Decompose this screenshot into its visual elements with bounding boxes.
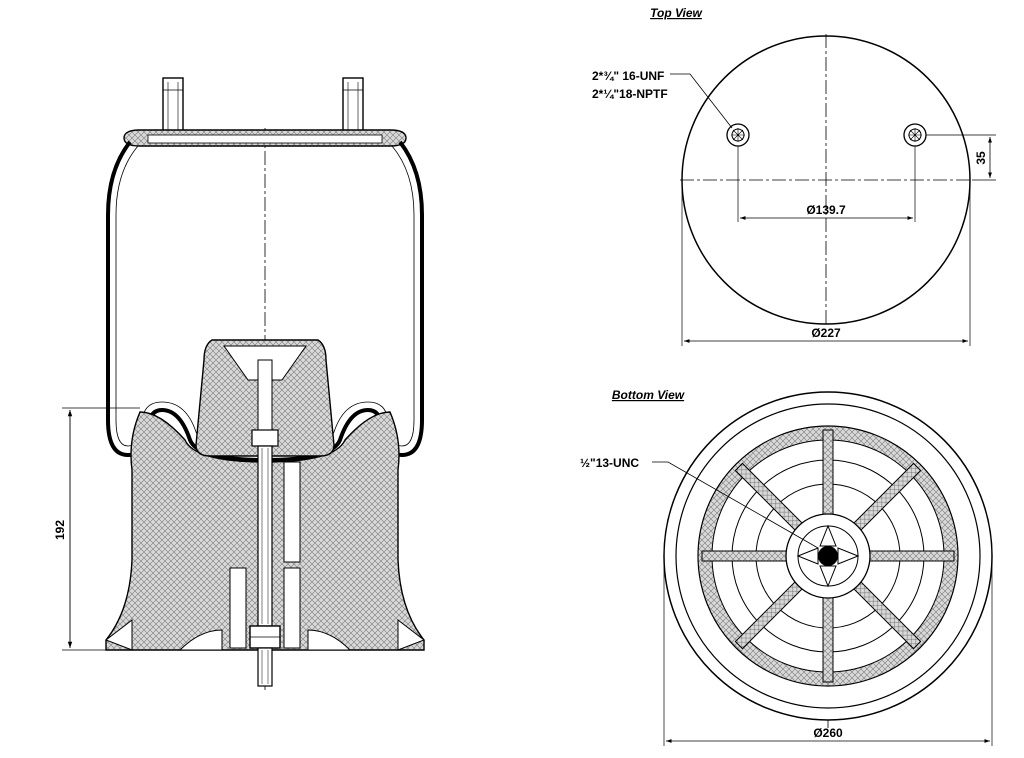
piston-slot-right xyxy=(283,461,301,563)
top-stud-right xyxy=(342,77,364,137)
top-thread-label-1: 2*¾" 16-UNF xyxy=(592,69,664,83)
top-bead-plate xyxy=(123,129,407,147)
side-view: 192 xyxy=(53,77,426,690)
height-dimension xyxy=(62,407,140,651)
height-dim-label: 192 xyxy=(53,520,67,540)
top-diameter-dimension xyxy=(681,182,971,346)
top-view-title: Top View xyxy=(650,6,702,20)
center-bolt xyxy=(249,359,281,687)
bottom-thread-label: ½"13-UNC xyxy=(580,456,639,470)
bottom-view-title: Bottom View xyxy=(612,388,685,402)
bottom-ring-2 xyxy=(675,403,981,709)
thread-leader-top xyxy=(670,73,733,129)
offset-dimension xyxy=(926,134,996,181)
piston-slot-right-lower xyxy=(283,567,301,649)
bottom-diameter-dimension xyxy=(663,560,993,746)
stud-spacing-dimension xyxy=(737,146,916,222)
top-view: Top View 2*¾" 16-UNF 2*¼"18-NPTF 35 xyxy=(592,6,996,346)
top-stud-left xyxy=(162,77,184,137)
base-foot-right xyxy=(397,618,426,651)
top-diameter-label: Ø227 xyxy=(811,326,841,340)
offset-dim-label: 35 xyxy=(974,151,988,165)
bottom-center-hole xyxy=(818,546,838,566)
bottom-diameter-label: Ø260 xyxy=(813,726,843,740)
base-cutout-left xyxy=(178,629,223,651)
stud-spacing-label: Ø139.7 xyxy=(806,203,846,217)
stud-hole-right xyxy=(903,123,927,147)
piston-slot-left xyxy=(229,567,247,649)
base-foot-left xyxy=(104,618,133,651)
top-thread-label-2: 2*¼"18-NPTF xyxy=(592,87,668,101)
thread-leader-bottom xyxy=(652,461,819,549)
base-cutout-right xyxy=(307,629,352,651)
bottom-view: Bottom View ½"13-UNC xyxy=(580,388,993,746)
stud-hole-left xyxy=(726,123,750,147)
